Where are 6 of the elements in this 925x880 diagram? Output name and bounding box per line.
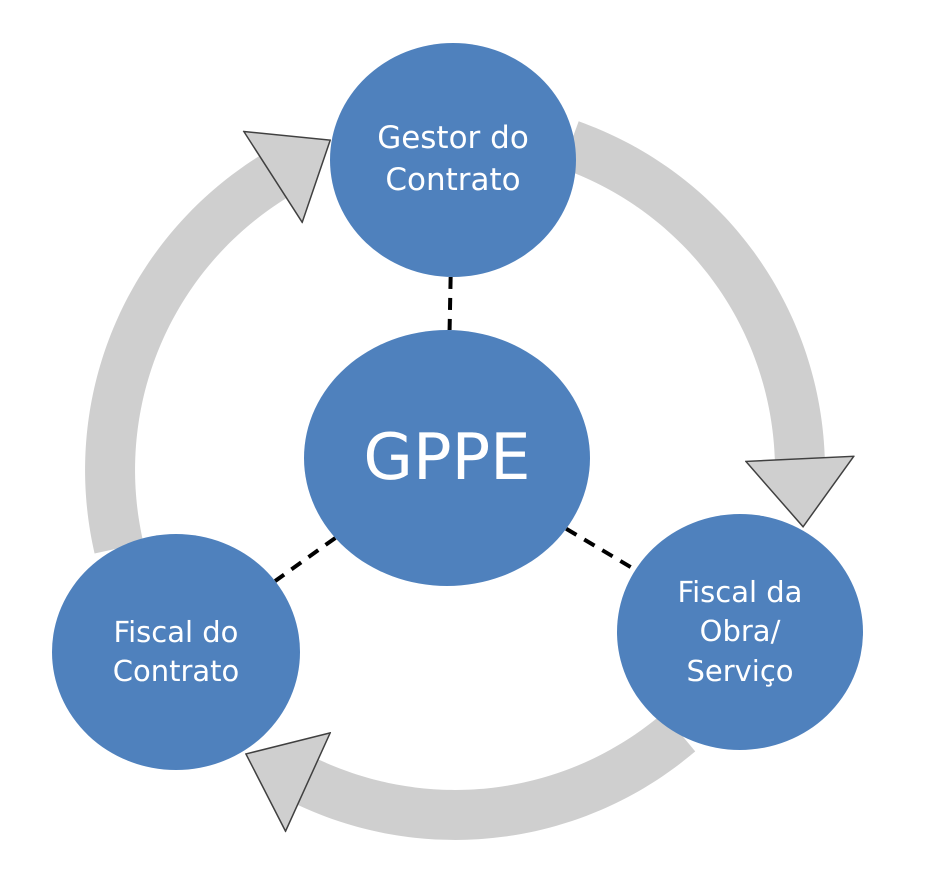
- node-label: Gestor do Contrato: [376, 119, 530, 200]
- connector-line: [274, 536, 336, 583]
- connector-line: [448, 276, 453, 330]
- node-label: GPPE: [363, 420, 531, 497]
- node-label: Fiscal do Contrato: [112, 614, 240, 690]
- node-label: Fiscal da Obra/ Serviço: [676, 574, 804, 690]
